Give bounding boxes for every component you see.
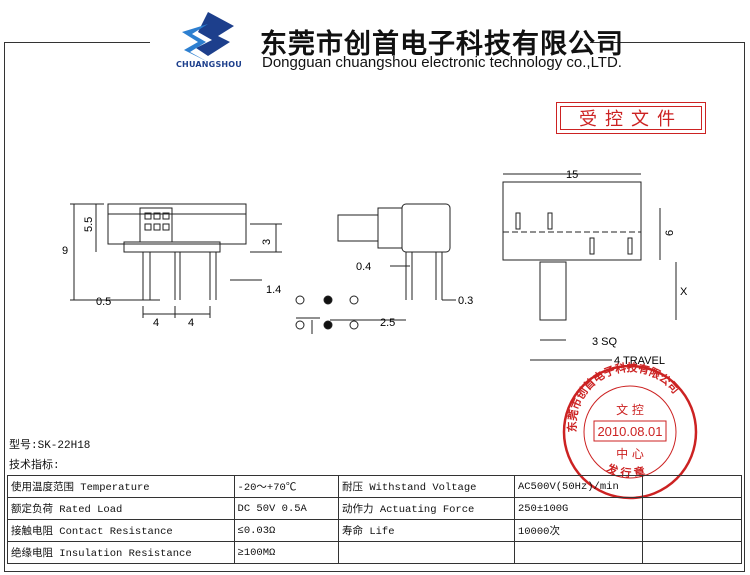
spec-value: ≤0.03Ω: [233, 519, 340, 542]
page-header: CHUANGSHOU 东莞市创首电子科技有限公司 Dongguan chuang…: [0, 0, 750, 78]
spec-key: 使用温度范围 Temperature: [7, 475, 235, 498]
spec-empty-cell: [642, 475, 742, 498]
company-name-chinese: 东莞市创首电子科技有限公司: [260, 29, 624, 60]
spec-value: AC500V(50Hz)/min: [513, 475, 644, 498]
dim-height-5-5: 5.5: [83, 217, 95, 232]
table-row: 接触电阻 Contact Resistance ≤0.03Ω 寿命 Life 1…: [7, 519, 742, 542]
table-row: 额定负荷 Rated Load DC 50V 0.5A 动作力 Actuatin…: [7, 497, 742, 520]
dim-height-6: 6: [664, 230, 676, 236]
spec-empty-cell: [642, 541, 742, 564]
company-name-english: Dongguan chuangshou electronic technolog…: [262, 54, 622, 71]
spec-key: 绝缘电阻 Insulation Resistance: [7, 541, 235, 564]
dim-height-3: 3: [261, 239, 273, 245]
table-row: 使用温度范围 Temperature -20～+70℃ 耐压 Withstand…: [7, 475, 742, 498]
dim-1-4: 1.4: [266, 284, 281, 296]
spec-value: 10000次: [513, 519, 644, 542]
dim-3-sq: 3 SQ: [592, 336, 618, 348]
stamp-date: 2010.08.01: [597, 424, 662, 439]
switch-body-side: [107, 203, 247, 245]
dim-0-3: 0.3: [458, 295, 473, 307]
spec-key: 寿命 Life: [338, 519, 515, 542]
spec-key: 额定负荷 Rated Load: [7, 497, 235, 520]
table-row: 绝缘电阻 Insulation Resistance ≥100MΩ: [7, 541, 742, 564]
spec-value: ≥100MΩ: [233, 541, 340, 564]
spec-empty-cell: [642, 497, 742, 520]
spec-value: -20～+70℃: [233, 475, 340, 498]
stamp-line-1: 文 控: [616, 402, 644, 417]
spec-key: 接触电阻 Contact Resistance: [7, 519, 235, 542]
dim-width-15: 15: [566, 169, 578, 181]
spec-value: 250±100G: [513, 497, 644, 520]
controlled-document-label: 受控文件: [560, 106, 702, 130]
dim-pitch-4b: 4: [188, 317, 194, 329]
dim-2-5: 2.5: [380, 317, 395, 329]
stamp-line-3: 中 心: [616, 446, 644, 461]
svg-text:东莞市创首电子科技有限公司: 东莞市创首电子科技有限公司: [565, 362, 682, 433]
spec-empty-cell: [642, 519, 742, 542]
dim-travel-x: X: [680, 286, 688, 298]
spec-value: [513, 541, 644, 564]
controlled-document-box: 受控文件: [556, 102, 706, 134]
model-number: 型号:SK-22H18: [9, 440, 91, 452]
spec-key: 动作力 Actuating Force: [338, 497, 515, 520]
spec-value: DC 50V 0.5A: [233, 497, 340, 520]
spec-section-title: 技术指标:: [9, 460, 60, 472]
dim-4-travel: 4 TRAVEL: [614, 355, 665, 367]
dim-pitch-4a: 4: [153, 317, 159, 329]
dim-0-4: 0.4: [356, 261, 371, 273]
company-logo-icon: [182, 12, 234, 62]
specs-table: 使用温度范围 Temperature -20～+70℃ 耐压 Withstand…: [7, 475, 742, 564]
stamp-ring-text: 东莞市创首电子科技有限公司: [565, 362, 682, 433]
dim-0-5: 0.5: [96, 296, 111, 308]
logo-wordmark: CHUANGSHOU: [175, 60, 243, 69]
spec-key: 耐压 Withstand Voltage: [338, 475, 515, 498]
dim-height-9: 9: [62, 245, 68, 257]
spec-key: [338, 541, 515, 564]
